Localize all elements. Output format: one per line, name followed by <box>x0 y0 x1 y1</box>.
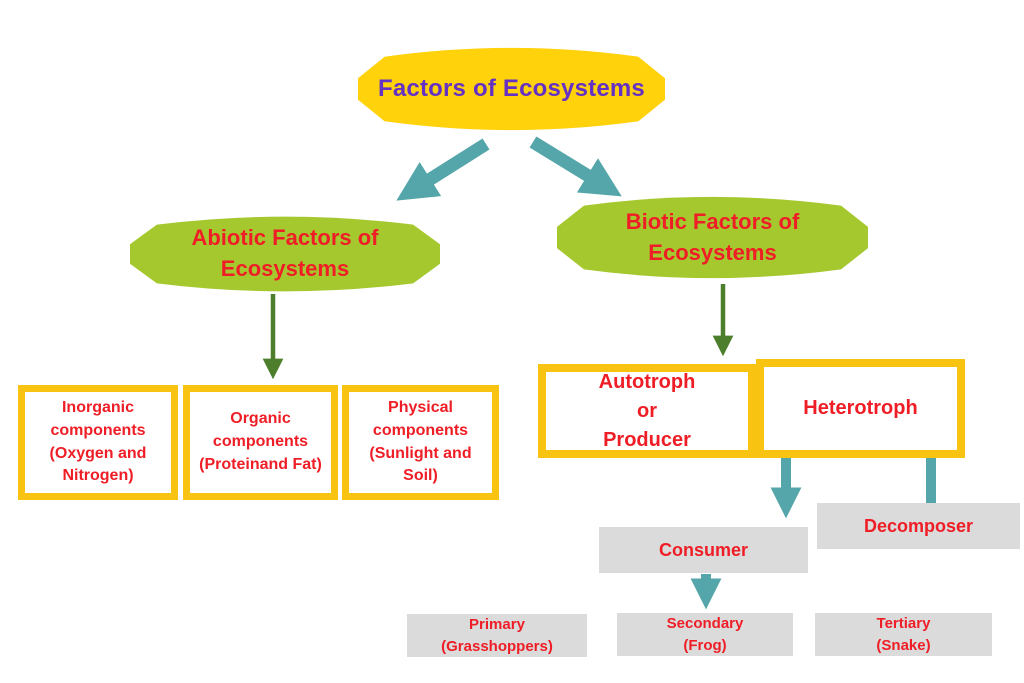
tertiary-consumer-label: Tertiary (Snake) <box>876 614 931 654</box>
organic-components-label: Organic components (Proteinand Fat) <box>199 410 322 473</box>
primary-consumer-node: Primary (Grasshoppers) <box>407 614 587 657</box>
autotroph-label: Autotroph or Producer <box>598 370 696 451</box>
consumer-node: Consumer <box>599 527 808 573</box>
decomposer-label: Decomposer <box>863 515 974 536</box>
biotic-label: Biotic Factors of Ecosystems <box>625 208 800 265</box>
heterotroph-label: Heterotroph <box>803 397 918 419</box>
biotic-node: Biotic Factors of Ecosystems <box>557 194 868 281</box>
arrow-root-to-biotic <box>529 136 622 197</box>
consumer-label: Consumer <box>658 539 748 560</box>
abiotic-node: Abiotic Factors of Ecosystems <box>130 214 440 294</box>
inorganic-components-label: Inorganic components (Oxygen and Nitroge… <box>49 399 147 485</box>
physical-components-node: Physical components (Sunlight and Soil) <box>342 385 499 500</box>
root-label: Factors of Ecosystems <box>378 75 645 102</box>
physical-components-label: Physical components (Sunlight and Soil) <box>369 399 472 485</box>
inorganic-components-node: Inorganic components (Oxygen and Nitroge… <box>18 385 178 500</box>
decomposer-node: Decomposer <box>817 503 1020 549</box>
root-badge-shape <box>358 47 665 131</box>
abiotic-badge-shape <box>130 216 440 292</box>
arrow-root-to-abiotic <box>396 138 490 201</box>
organic-components-node: Organic components (Proteinand Fat) <box>183 385 338 500</box>
secondary-consumer-label: Secondary (Frog) <box>666 614 744 654</box>
root-node: Factors of Ecosystems <box>358 45 665 133</box>
abiotic-label: Abiotic Factors of Ecosystems <box>191 225 379 281</box>
tertiary-consumer-node: Tertiary (Snake) <box>815 613 992 656</box>
biotic-badge-shape <box>557 196 868 279</box>
heterotroph-node: Heterotroph <box>756 359 965 458</box>
autotroph-node: Autotroph or Producer <box>538 364 756 458</box>
primary-consumer-label: Primary (Grasshoppers) <box>441 615 553 655</box>
secondary-consumer-node: Secondary (Frog) <box>617 613 793 656</box>
